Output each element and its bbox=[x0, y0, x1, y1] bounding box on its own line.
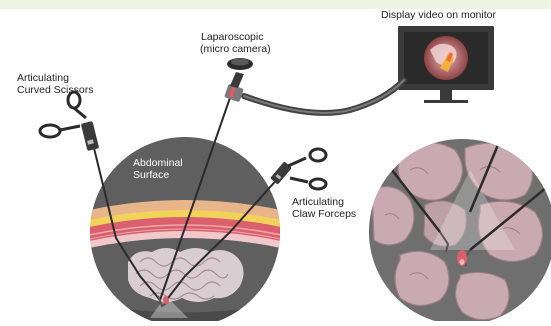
top-band bbox=[0, 0, 551, 9]
abdominal-label-line2: Surface bbox=[133, 169, 169, 181]
video-cable bbox=[244, 80, 404, 113]
monitor-label: Display video on monitor bbox=[381, 9, 496, 21]
laparoscopic-label-line1: Laparoscopic bbox=[201, 31, 263, 43]
forceps-label-line2: Claw Forceps bbox=[292, 208, 356, 220]
abdominal-label-line1: Abdominal bbox=[133, 157, 183, 169]
scissors-label-line2: Curved Scissors bbox=[17, 84, 93, 96]
magnified-camera-view bbox=[369, 139, 551, 321]
scissors-label-line1: Articulating bbox=[17, 72, 69, 84]
forceps-label-line1: Articulating bbox=[292, 196, 344, 208]
monitor-icon bbox=[398, 26, 494, 103]
laparoscopic-label-line2: (micro camera) bbox=[200, 43, 271, 55]
